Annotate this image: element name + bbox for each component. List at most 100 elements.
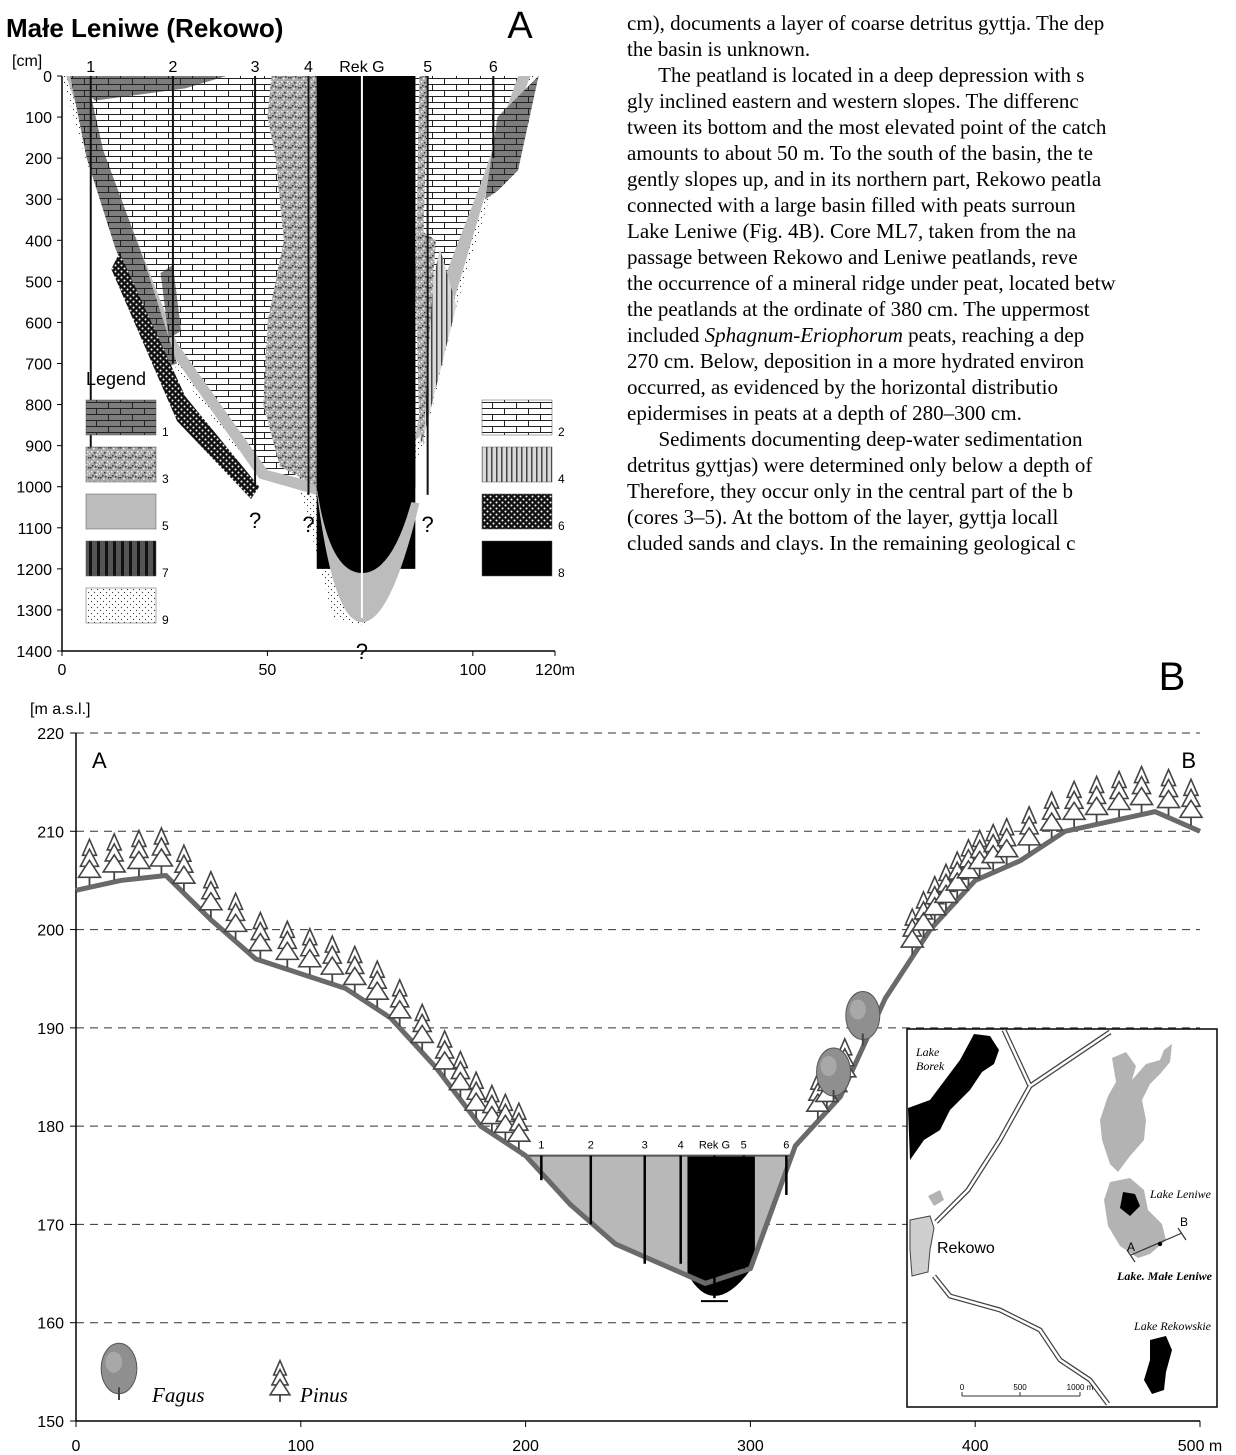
pine-tree-icon [432,1028,458,1077]
y-tick-label: 160 [37,1316,64,1333]
unknown-mark: ? [249,508,261,533]
legend-swatch [85,399,157,436]
map-scale-label: 500 [1013,1383,1027,1392]
x-tick-label: 50 [259,662,277,679]
profile-tick-b [1177,1227,1187,1241]
y-tick-label: 190 [37,1021,64,1038]
text-line: gly inclined eastern and western slopes.… [627,89,1079,113]
legend-number: 4 [558,472,565,486]
legend-number: 8 [558,566,565,580]
y-tick-label: 1100 [18,521,53,538]
pine-tree-icon [77,837,102,886]
pine-tree-icon [1016,804,1042,853]
y-tick-label: 900 [25,439,52,456]
northern-peatland-shape [1100,1044,1172,1172]
pine-tree-icon [967,828,993,877]
pine-tree-icon [101,831,127,880]
text-line: The peatland is located in a deep depres… [627,63,1085,87]
pine-tree-icon [1084,774,1110,823]
legend-swatch [481,399,553,436]
map-scale-label: 0 [960,1383,965,1392]
text-line: cluded sands and clays. In the remaining… [627,531,1076,555]
core-label: Rek G [339,59,384,76]
x-tick-label: 200 [512,1438,539,1455]
leniwe-peatland-shape [1104,1178,1166,1258]
pine-tree-icon [447,1049,473,1098]
layer-8-core-base [316,76,416,573]
pine-tree-icon [319,934,345,983]
pinus-legend-icon [268,1358,292,1402]
x-tick-label: 100 [287,1438,314,1455]
text-line: connected with a large basin filled with… [627,193,1076,217]
text-line: detritus gyttjas) were determined only b… [627,453,1093,477]
y-tick-label: 0 [43,69,52,86]
pine-tree-icon [492,1092,518,1141]
x-tick-label: 500 m [1178,1438,1222,1455]
legend-swatch [85,540,157,577]
pine-tree-icon [1106,769,1132,818]
text-line: included Sphagnum-Eriophorum peats, reac… [627,322,1236,348]
pine-tree-icon [1039,790,1065,839]
beech-tree-icon [845,991,881,1046]
core-label-b: 1 [538,1140,544,1152]
legend-number: 6 [558,519,565,533]
pine-tree-icon [297,926,323,975]
legend-number: 3 [162,472,169,486]
fagus-legend-icon [100,1342,138,1400]
panel-a-y-unit: [cm] [12,53,42,70]
lake-leniwe-shape [1120,1192,1140,1216]
unknown-mark: ? [302,512,314,537]
text-line: cm), documents a layer of coarse detritu… [627,11,1105,35]
map-label-lake-leniwe: Lake Leniwe [1149,1187,1212,1201]
text-line: tween its bottom and the most elevated p… [627,115,1107,139]
y-tick-label: 210 [37,824,64,841]
rekowo-village-shape [909,1215,935,1277]
y-tick-label: 300 [25,192,52,209]
map-label-lake-rekowskie: Lake Rekowskie [1133,1319,1212,1333]
pine-tree-icon [1156,767,1181,816]
text-italic: Sphagnum-Eriophorum [704,323,903,347]
legend-swatch [481,446,553,483]
y-tick-label: 700 [25,357,52,374]
profile-tick-a [1126,1249,1136,1263]
small-lake-shape [928,1190,944,1206]
map-label-lake-borek: Lake [915,1045,940,1059]
rekg-point [1157,1241,1163,1247]
beech-highlight [105,1351,123,1373]
core-label: 3 [251,59,260,76]
pine-tree-icon [198,869,224,918]
legend-number: 1 [162,425,169,439]
x-tick-label: 0 [72,1438,81,1455]
layer-1-left-band [70,76,178,368]
lake-rekowskie-shape [1144,1336,1172,1394]
core-label-b: 6 [783,1140,789,1152]
core-label-b: 2 [588,1140,594,1152]
text-line: Lake Leniwe (Fig. 4B). Core ML7, taken f… [627,219,1077,243]
map-label-rekowo: Rekowo [937,1240,995,1257]
pine-tree-icon [409,1002,435,1051]
y-tick-label: 1400 [16,644,52,661]
pine-tree-icon [171,843,197,892]
pine-tree-icon [364,959,390,1008]
lake-borek-shape [908,1034,999,1160]
unknown-mark: ? [422,512,434,537]
road-south-inner [933,1275,1109,1405]
core-label: 1 [86,59,95,76]
pine-tree-icon [274,919,300,968]
text-line: Sediments documenting deep-water sedimen… [627,427,1083,451]
core-label-b: 4 [678,1140,684,1152]
pine-tree-icon [506,1101,532,1150]
y-tick-label: 100 [25,110,52,127]
legend-number: 2 [558,425,565,439]
text-line: occurred, as evidenced by the horizontal… [627,375,1058,399]
beech-highlight [849,999,866,1020]
beech-tree-icon [816,1047,852,1103]
layer-4-peat [419,248,457,446]
y-tick-label: 800 [25,398,52,415]
core-label-b: 5 [741,1140,747,1152]
beech-highlight [820,1056,837,1077]
x-tick-label: 120m [535,662,575,679]
road-west-inner [935,1085,1032,1223]
profile-end-b: B [1181,748,1196,773]
x-tick-label: 300 [737,1438,764,1455]
